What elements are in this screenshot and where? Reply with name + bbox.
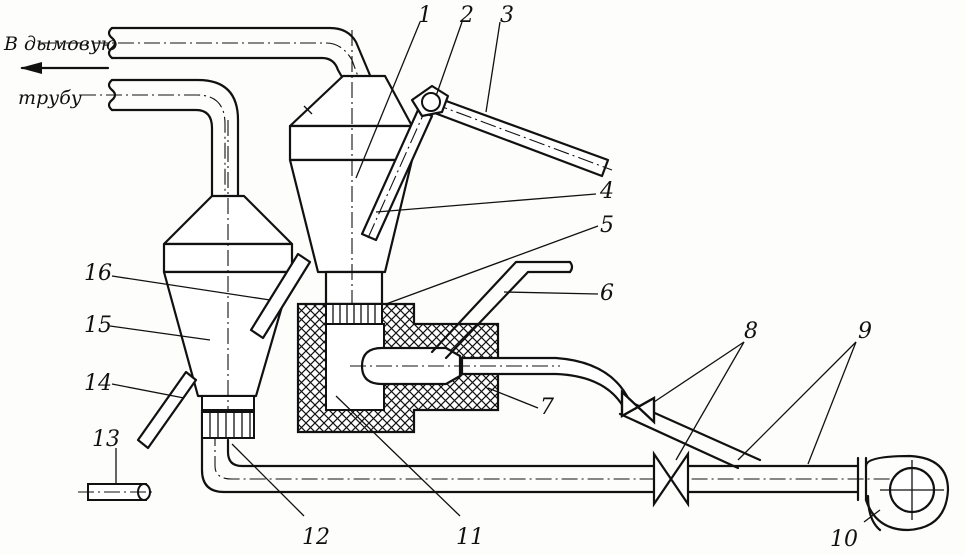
feed-pipe-4 [360, 103, 434, 242]
feed-pipe-3 [430, 96, 613, 178]
label-2: 2 [459, 3, 474, 28]
discharge-pipe-13 [78, 483, 154, 501]
label-10: 10 [830, 527, 858, 552]
outlet-caption-line2: трубу [18, 87, 82, 109]
label-6: 6 [600, 281, 614, 306]
inclined-pipe-14 [136, 370, 198, 450]
flow-arrow [20, 62, 110, 74]
label-9: 9 [858, 319, 872, 344]
air-pipe-6 [430, 260, 574, 360]
label-11: 11 [456, 525, 484, 550]
label-5: 5 [600, 213, 614, 238]
label-13: 13 [92, 427, 120, 452]
label-1: 1 [418, 3, 432, 28]
valve-8a [620, 389, 656, 425]
label-4: 4 [599, 179, 614, 204]
valve-8b [652, 450, 690, 508]
outlet-caption-line1: В дымовую [3, 33, 118, 55]
upper-outlet-pipe [40, 26, 374, 86]
label-7: 7 [540, 395, 554, 420]
burner-7 [350, 346, 632, 410]
lower-outlet-pipe [80, 78, 240, 210]
sluice-12 [201, 411, 255, 439]
label-15: 15 [84, 313, 112, 338]
cyclone-15 [162, 120, 294, 440]
feeder-joint-2 [410, 84, 450, 118]
fan-10 [864, 454, 950, 532]
inclined-pipe-16 [249, 252, 312, 340]
label-8: 8 [744, 319, 758, 344]
label-16: 16 [84, 261, 112, 286]
leader-lines [109, 21, 881, 523]
main-pipeline-9 [200, 408, 896, 502]
label-12: 12 [302, 525, 330, 550]
cyclone-1 [288, 30, 414, 410]
label-3: 3 [500, 3, 514, 28]
label-14: 14 [84, 371, 112, 396]
